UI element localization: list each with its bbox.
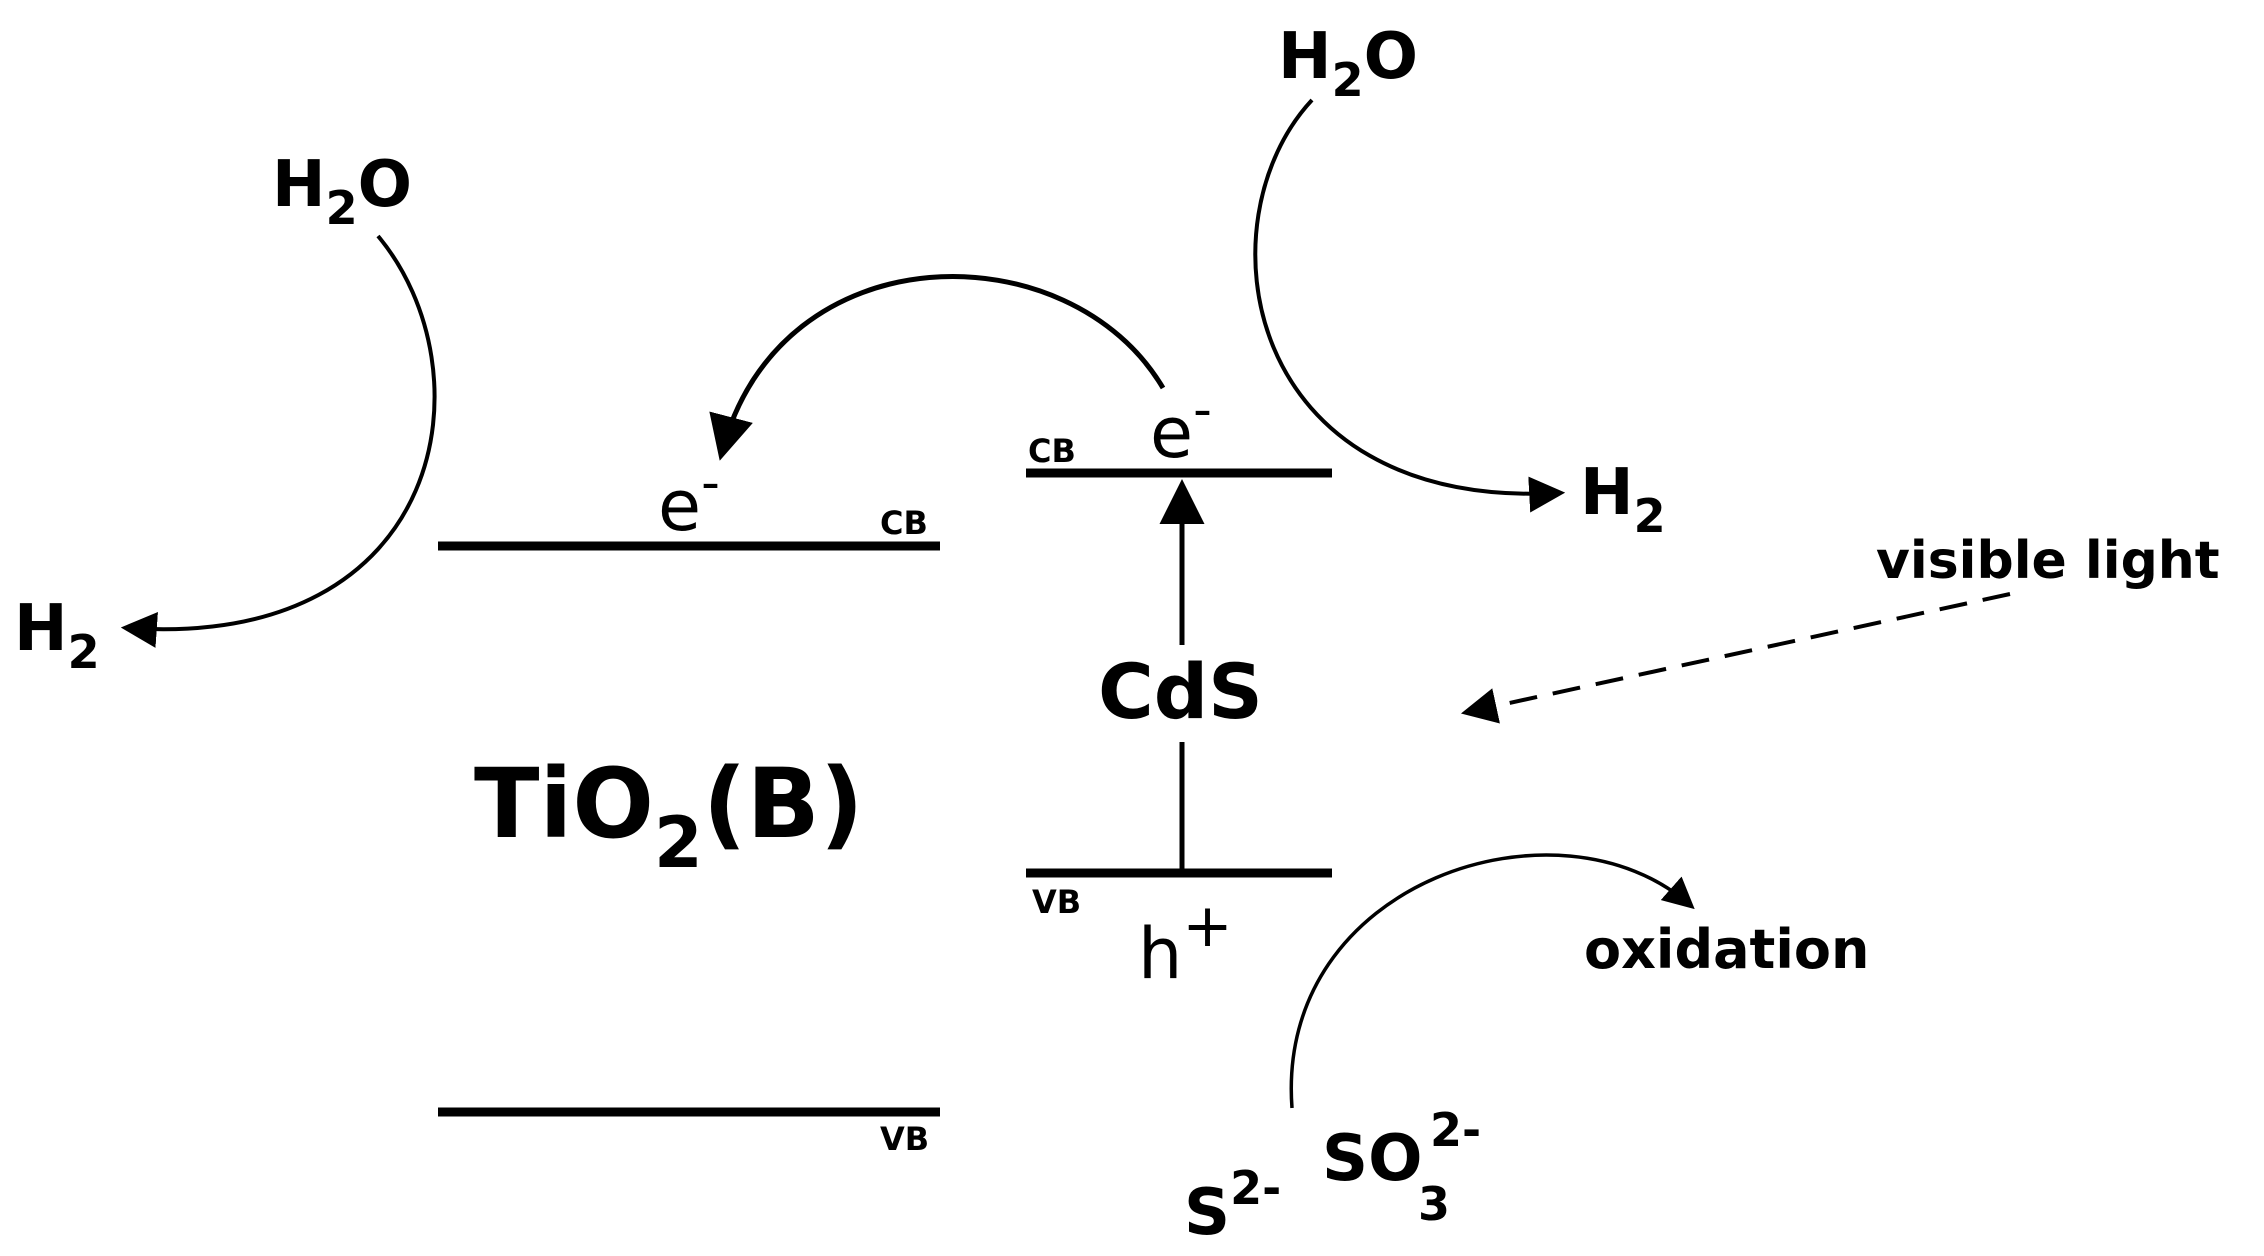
left-reduction-arrow [120,234,437,648]
cds-label: CdS [1098,647,1263,736]
tio2-vb-label: VB [880,1120,929,1158]
tio2-electron: e- [658,453,720,547]
cds-hole: h+ [1138,891,1233,995]
right-h2-label: H2 [1580,456,1666,543]
left-h2o-label: H2O [272,148,412,235]
right-reduction-arrow [1253,98,1566,513]
visible-light-label: visible light [1876,531,2220,591]
oxidation-arrow [1289,853,1695,1109]
right-h2o-label: H2O [1278,20,1418,107]
tio2-cb-label: CB [880,504,928,542]
tio2-label: TiO2(B) [474,748,864,884]
sulfite-ion-superscript: 2- [1430,1103,1481,1157]
oxidation-label: oxidation [1584,918,1869,981]
cds-vb-label: VB [1032,883,1081,921]
cds-cb-label: CB [1028,432,1076,470]
visible-light-arrow [1460,592,2011,724]
left-h2-label: H2 [14,592,100,679]
sulfite-ion-subscript: 3 [1418,1177,1450,1231]
sulfite-ion-label: SO [1322,1122,1423,1196]
sulfide-ion-label: S2- [1184,1161,1281,1250]
cds-electron: e- [1150,380,1212,474]
electron-transfer-arrow [709,274,1166,461]
